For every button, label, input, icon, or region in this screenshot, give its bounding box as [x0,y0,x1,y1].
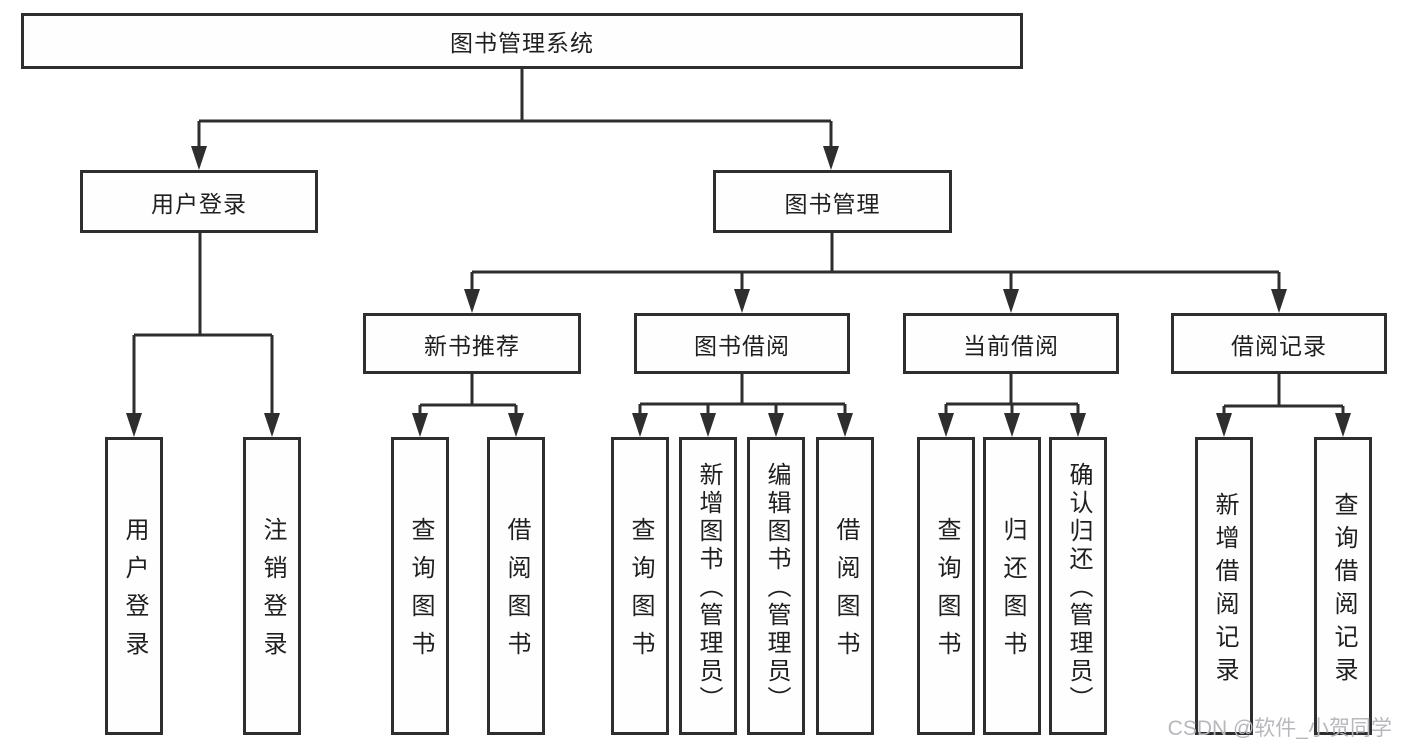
connector-borrow-records-branch [1222,374,1345,419]
connector-user-login-branch [132,233,274,419]
leaf-add-borrow-record: 新增借阅记录 [1195,437,1253,735]
node-label: 借阅图书 [503,517,530,669]
leaf-confirm-return-admin: 确认归还（管理员） [1049,437,1107,735]
connector-new-book-branch [418,374,518,419]
node-label: 查询图书 [933,517,960,669]
leaf-logout: 注销登录 [243,437,301,735]
node-library-management-system: 图书管理系统 [21,13,1023,69]
node-label: 归还图书 [999,517,1026,669]
node-label: 用户登录 [151,190,247,217]
node-borrowing-records: 借阅记录 [1171,313,1387,374]
leaf-query-borrow-record: 查询借阅记录 [1314,437,1372,735]
leaf-user-login: 用户登录 [105,437,163,735]
node-label: 查询图书 [627,517,654,669]
node-label: 借阅记录 [1231,332,1327,359]
leaf-query-books-borrowing: 查询图书 [611,437,669,735]
leaf-query-books-current: 查询图书 [917,437,975,735]
connector-book-mgmt-branch [470,233,1281,295]
leaf-query-books-recommend: 查询图书 [391,437,449,735]
node-current-borrowing: 当前借阅 [903,313,1119,374]
node-label: 注销登录 [259,517,286,669]
leaf-borrow-books-recommend: 借阅图书 [487,437,545,735]
node-label: 图书管理系统 [450,30,594,56]
node-label: 借阅图书 [832,517,859,669]
node-label: 图书借阅 [694,332,790,359]
node-label: 新书推荐 [424,332,520,359]
connector-root-to-level2 [197,69,833,152]
node-label: 确认归还（管理员） [1065,462,1092,714]
node-book-borrowing: 图书借阅 [634,313,850,374]
node-label: 查询图书 [407,517,434,669]
connector-current-borrow-branch [944,374,1080,419]
node-label: 新增图书（管理员） [695,462,722,714]
node-label: 图书管理 [784,190,881,217]
node-user-login: 用户登录 [80,170,318,233]
csdn-watermark: CSDN @软件_小贺同学 [1167,717,1392,740]
leaf-return-books: 归还图书 [983,437,1041,735]
node-label: 查询借阅记录 [1330,491,1357,690]
leaf-edit-books-admin: 编辑图书（管理员） [747,437,805,735]
node-new-book-recommendation: 新书推荐 [363,313,581,374]
leaf-add-books-admin: 新增图书（管理员） [679,437,737,735]
connector-book-borrow-branch [638,374,847,419]
node-label: 当前借阅 [963,332,1059,359]
node-book-management: 图书管理 [713,170,952,233]
node-label: 编辑图书（管理员） [763,462,790,714]
leaf-borrow-books-borrowing: 借阅图书 [816,437,874,735]
node-label: 新增借阅记录 [1211,491,1238,690]
node-label: 用户登录 [121,517,148,669]
